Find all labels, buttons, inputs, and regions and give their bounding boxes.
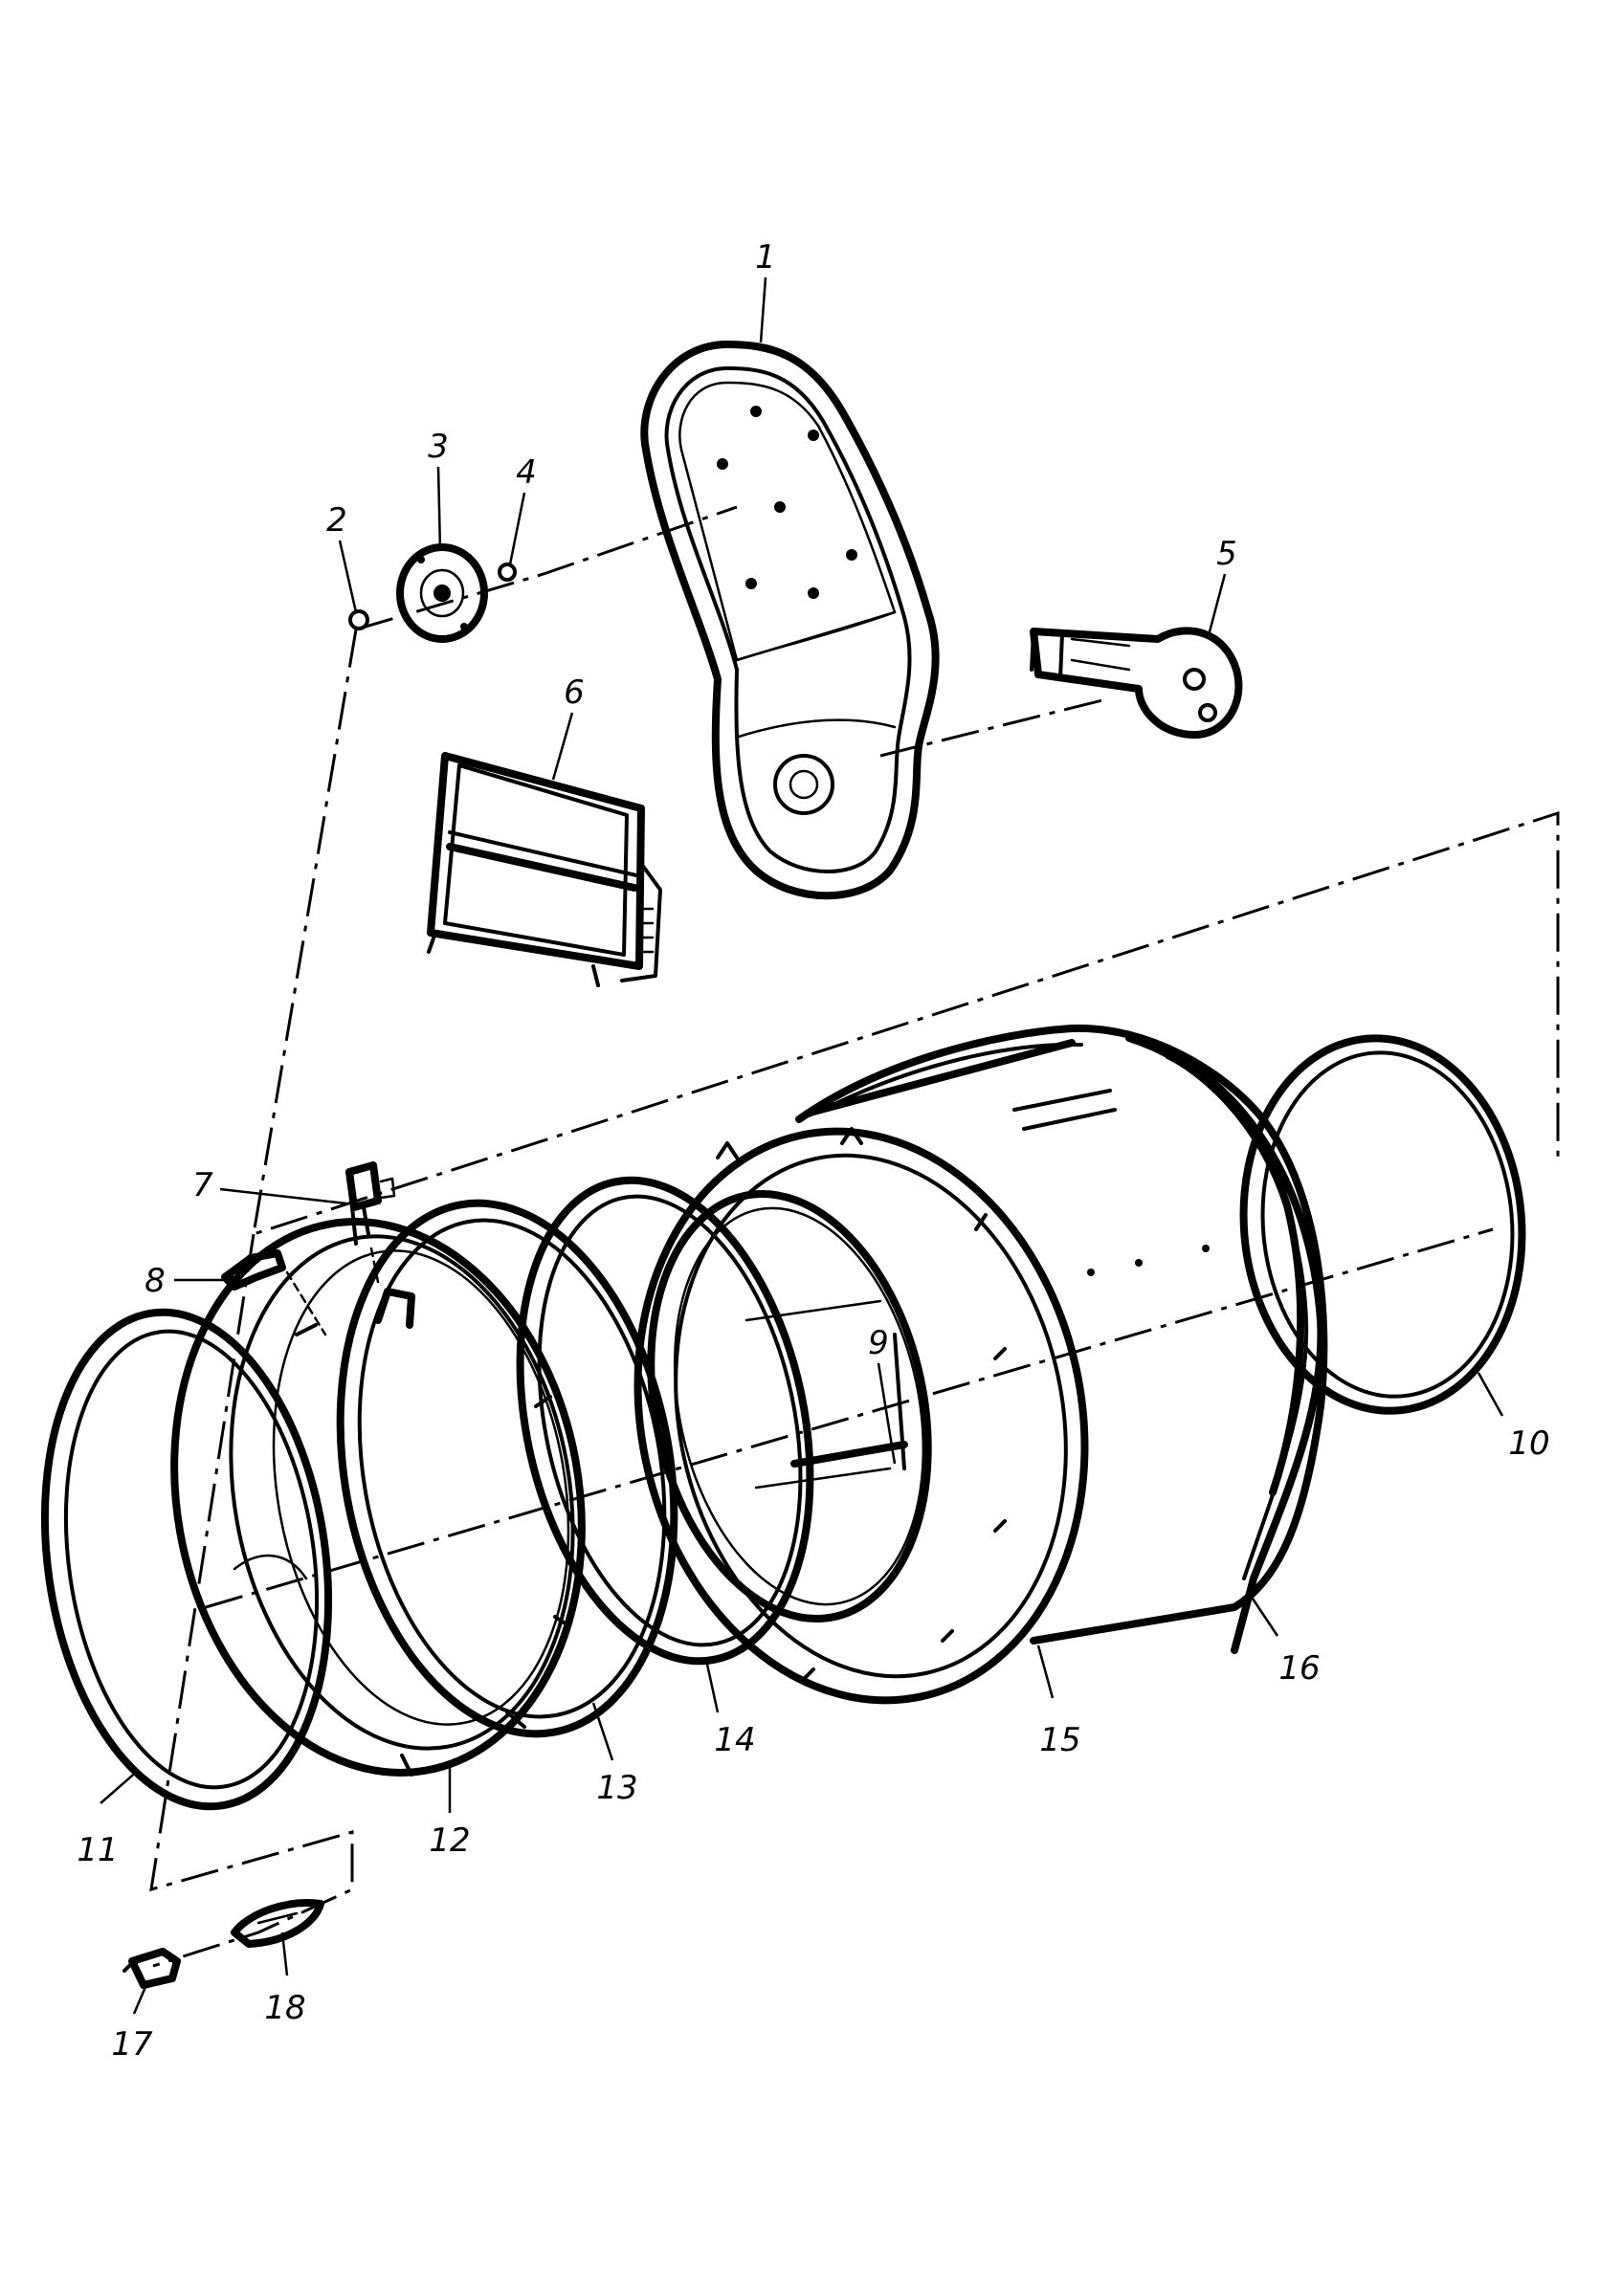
callout-18: 18 <box>264 1989 305 2027</box>
callout-3: 3 <box>428 428 449 466</box>
callout-labels: 1 2 3 4 5 6 7 8 9 10 11 12 13 14 15 16 1… <box>77 238 1549 2064</box>
part-16-drive-belt <box>1144 1039 1325 1654</box>
part-4-nut <box>498 563 517 582</box>
part-5-idler-bracket <box>1030 627 1243 740</box>
callout-15: 15 <box>1039 1721 1080 1759</box>
part-14-drum-seal <box>516 1176 814 1666</box>
part-9-drum-baffle <box>893 1333 906 1470</box>
part-11-front-seal <box>40 1308 333 1811</box>
part-17-clip <box>122 1948 181 1989</box>
assembly-center-lines <box>149 505 1560 1968</box>
callout-5: 5 <box>1216 535 1237 573</box>
part-18-glide <box>231 1899 324 1948</box>
callout-14: 14 <box>714 1721 755 1759</box>
callout-16: 16 <box>1278 1649 1320 1688</box>
part-10-rear-seal <box>1239 1034 1526 1415</box>
part-6-lint-filter <box>427 752 662 987</box>
callout-2: 2 <box>326 501 347 540</box>
callout-4: 4 <box>516 453 537 492</box>
part-15-drum <box>633 1024 1328 1705</box>
callout-6: 6 <box>564 673 585 712</box>
part-13-felt-seal <box>336 1199 678 1738</box>
callout-13: 13 <box>596 1769 637 1807</box>
leader-lines <box>100 276 1504 2015</box>
part-3-bearing-hub <box>396 543 488 643</box>
callout-12: 12 <box>429 1821 470 1860</box>
callout-11: 11 <box>77 1831 118 1869</box>
callout-17: 17 <box>111 2025 153 2064</box>
callout-7: 7 <box>192 1166 213 1204</box>
callout-10: 10 <box>1508 1424 1549 1463</box>
part-1-rear-bulkhead <box>640 341 940 900</box>
part-2-bearing-ball <box>348 609 369 630</box>
callout-9: 9 <box>868 1324 889 1362</box>
callout-1: 1 <box>755 238 776 276</box>
callout-8: 8 <box>144 1262 166 1300</box>
